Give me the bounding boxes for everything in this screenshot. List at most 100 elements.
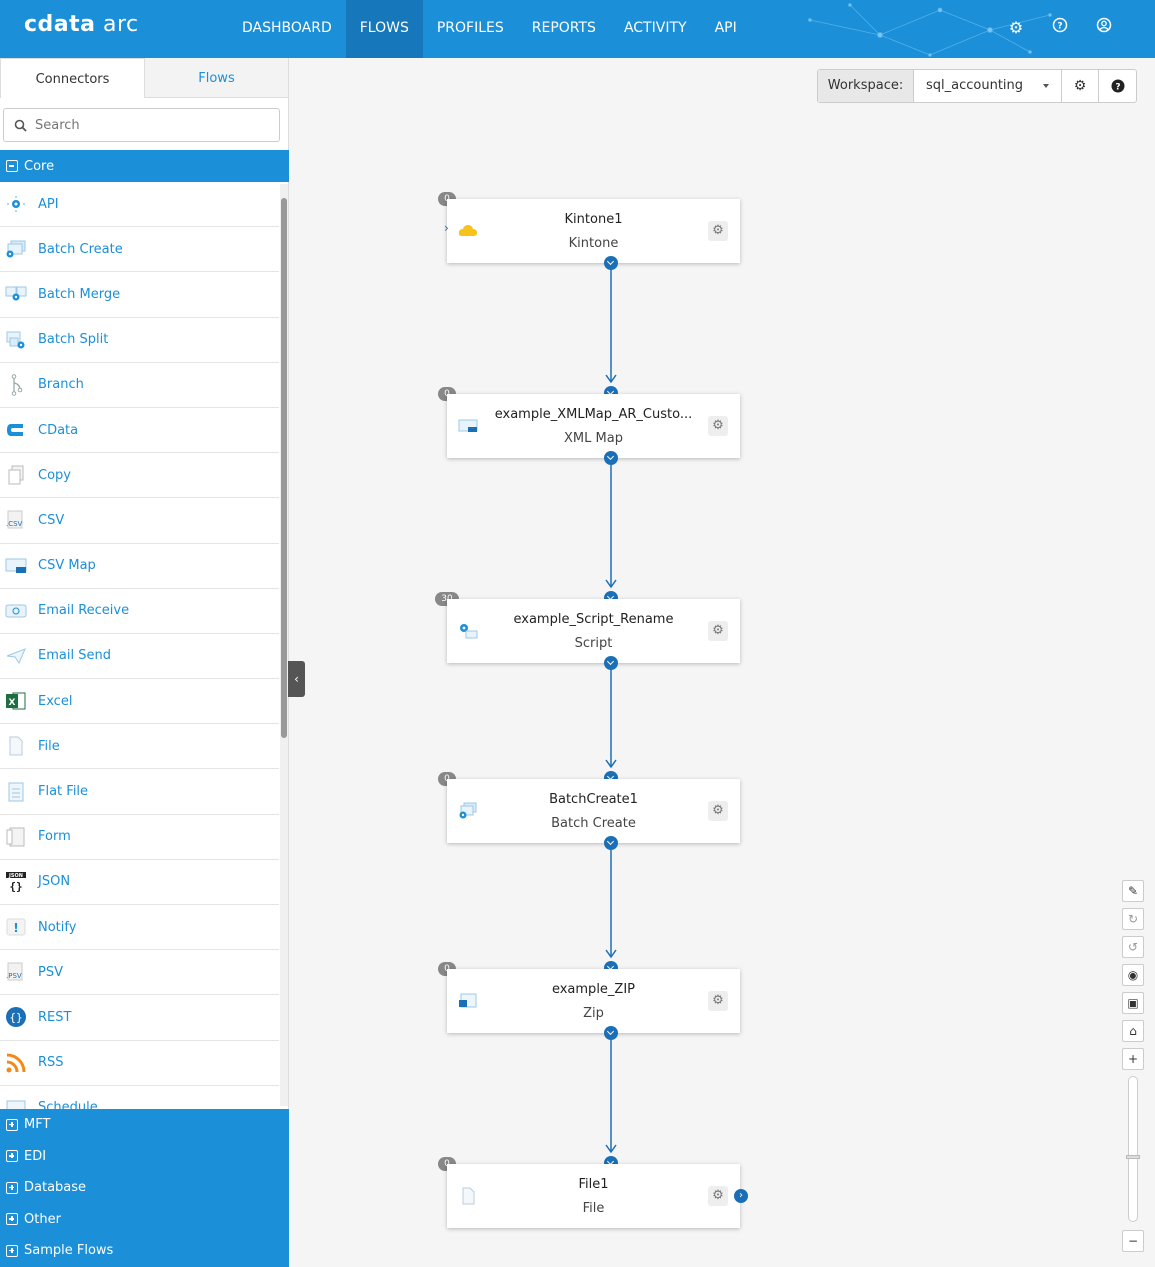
nav-dashboard[interactable]: DASHBOARD bbox=[242, 20, 332, 36]
connector-email-receive[interactable]: Email Receive bbox=[0, 589, 279, 634]
output-port[interactable] bbox=[604, 1026, 618, 1040]
top-actions: ⚙ ? bbox=[1005, 17, 1115, 39]
connector-label: Email Send bbox=[38, 648, 111, 664]
branch-icon bbox=[4, 373, 28, 397]
flow-node-xml-map[interactable]: example_XMLMap_AR_Custo... XML Map ⚙ bbox=[447, 394, 740, 458]
redo-icon[interactable]: ↻ bbox=[1122, 908, 1144, 930]
connector-schedule[interactable]: Schedule bbox=[0, 1086, 279, 1109]
connector-list-scrollbar[interactable] bbox=[280, 184, 288, 1106]
node-type: Script bbox=[574, 636, 613, 651]
workspace-label: Workspace: bbox=[818, 70, 914, 102]
connector-label: Branch bbox=[38, 377, 84, 393]
section-sample-flows[interactable]: Sample Flows bbox=[0, 1235, 289, 1267]
flow-node-batch-create[interactable]: BatchCreate1 Batch Create ⚙ bbox=[447, 779, 740, 843]
section-database[interactable]: Database bbox=[0, 1172, 289, 1204]
output-port[interactable] bbox=[604, 256, 618, 270]
flow-node-kintone[interactable]: › Kintone1 Kintone ⚙ bbox=[444, 199, 740, 263]
zoom-slider[interactable] bbox=[1126, 1076, 1140, 1222]
copy-icon bbox=[4, 463, 28, 487]
flow-node-file[interactable]: File1 File ⚙ bbox=[447, 1164, 740, 1228]
connector-rest[interactable]: {} REST bbox=[0, 995, 279, 1041]
search-box bbox=[3, 108, 280, 142]
nav-api[interactable]: API bbox=[714, 20, 737, 36]
connector-batch-merge[interactable]: Batch Merge bbox=[0, 272, 279, 318]
nav-activity[interactable]: ACTIVITY bbox=[623, 20, 687, 36]
section-mft[interactable]: MFT bbox=[0, 1109, 289, 1141]
connector-copy[interactable]: Copy bbox=[0, 453, 279, 499]
connector-label: Batch Create bbox=[38, 241, 123, 257]
connector-rss[interactable]: RSS bbox=[0, 1041, 279, 1086]
output-right-port-icon[interactable]: › bbox=[734, 1189, 748, 1203]
batch-create-icon bbox=[459, 802, 477, 819]
flow-node-script[interactable]: example_Script_Rename Script ⚙ bbox=[447, 599, 740, 663]
connector-psv[interactable]: .PSV PSV bbox=[0, 950, 279, 996]
connector-cdata[interactable]: CData bbox=[0, 408, 279, 454]
expand-arrow-icon[interactable]: › bbox=[444, 221, 449, 235]
nav-reports[interactable]: REPORTS bbox=[531, 20, 596, 36]
logo-light-text: arc bbox=[103, 12, 139, 37]
section-label: EDI bbox=[24, 1148, 47, 1164]
zoom-in-icon[interactable]: + bbox=[1122, 1048, 1144, 1070]
workspace-settings-button[interactable]: ⚙ bbox=[1062, 70, 1099, 102]
connector-csv-map[interactable]: CSV Map bbox=[0, 544, 279, 589]
connector-flat-file[interactable]: Flat File bbox=[0, 769, 279, 815]
connector-api[interactable]: API bbox=[0, 182, 279, 228]
eye-icon[interactable]: ◉ bbox=[1122, 964, 1144, 986]
output-port[interactable] bbox=[604, 451, 618, 465]
connector-branch[interactable]: Branch bbox=[0, 363, 279, 408]
zoom-slider-handle[interactable] bbox=[1126, 1155, 1140, 1159]
output-port[interactable] bbox=[604, 836, 618, 850]
expand-box-icon bbox=[6, 1118, 18, 1131]
email-receive-icon bbox=[4, 599, 28, 623]
workspace-dropdown[interactable]: sql_accounting bbox=[914, 70, 1062, 102]
excel-icon: X bbox=[4, 689, 28, 713]
section-other[interactable]: Other bbox=[0, 1203, 289, 1235]
connector-batch-split[interactable]: Batch Split bbox=[0, 318, 279, 363]
node-settings-gear-icon[interactable]: ⚙ bbox=[708, 991, 728, 1011]
search-input[interactable] bbox=[33, 116, 253, 134]
cdata-icon bbox=[4, 418, 28, 442]
connector-label: JSON bbox=[38, 874, 71, 890]
connector-batch-create[interactable]: Batch Create bbox=[0, 227, 279, 273]
node-settings-gear-icon[interactable]: ⚙ bbox=[708, 621, 728, 641]
connector-label: Email Receive bbox=[38, 603, 130, 619]
auto-layout-wand-icon[interactable]: ✎ bbox=[1122, 880, 1144, 902]
tab-flows[interactable]: Flows bbox=[145, 58, 288, 98]
section-edi[interactable]: EDI bbox=[0, 1140, 289, 1172]
connector-excel[interactable]: X Excel bbox=[0, 679, 279, 725]
user-profile-icon[interactable] bbox=[1093, 17, 1115, 39]
connector-email-send[interactable]: Email Send bbox=[0, 634, 279, 680]
connector-form[interactable]: Form bbox=[0, 815, 279, 860]
workspace-help-button[interactable]: ? bbox=[1099, 70, 1136, 102]
flow-node-zip[interactable]: example_ZIP Zip ⚙ bbox=[447, 969, 740, 1033]
notify-icon: ! bbox=[4, 915, 28, 939]
connector-json[interactable]: JSON{} JSON bbox=[0, 860, 279, 905]
node-settings-gear-icon[interactable]: ⚙ bbox=[708, 221, 728, 241]
connector-label: CSV bbox=[38, 512, 65, 528]
nav-flows[interactable]: FLOWS bbox=[345, 0, 423, 58]
connector-notify[interactable]: ! Notify bbox=[0, 905, 279, 951]
zoom-out-icon[interactable]: − bbox=[1122, 1230, 1144, 1252]
connector-csv[interactable]: .CSV CSV bbox=[0, 498, 279, 544]
scrollbar-thumb[interactable] bbox=[281, 198, 287, 738]
rss-icon bbox=[4, 1051, 28, 1075]
gear-icon: ⚙ bbox=[1073, 78, 1087, 94]
undo-icon[interactable]: ↺ bbox=[1122, 936, 1144, 958]
minimap-icon[interactable]: ▣ bbox=[1122, 992, 1144, 1014]
home-icon[interactable]: ⌂ bbox=[1122, 1020, 1144, 1042]
help-icon[interactable]: ? bbox=[1049, 17, 1071, 39]
app-logo[interactable]: cdata arc bbox=[24, 12, 139, 37]
settings-gear-icon[interactable]: ⚙ bbox=[1008, 18, 1024, 37]
connector-label: RSS bbox=[38, 1055, 64, 1071]
section-core[interactable]: Core bbox=[0, 150, 289, 182]
zip-icon bbox=[459, 993, 477, 1008]
node-settings-gear-icon[interactable]: ⚙ bbox=[708, 801, 728, 821]
tab-connectors[interactable]: Connectors bbox=[0, 58, 145, 98]
collapse-sidebar-button[interactable]: ‹ bbox=[288, 661, 305, 697]
node-settings-gear-icon[interactable]: ⚙ bbox=[708, 1186, 728, 1206]
output-port[interactable] bbox=[604, 656, 618, 670]
node-settings-gear-icon[interactable]: ⚙ bbox=[708, 416, 728, 436]
nav-profiles[interactable]: PROFILES bbox=[436, 20, 504, 36]
logo-bold-text: cdata bbox=[24, 12, 96, 37]
connector-file[interactable]: File bbox=[0, 724, 279, 770]
